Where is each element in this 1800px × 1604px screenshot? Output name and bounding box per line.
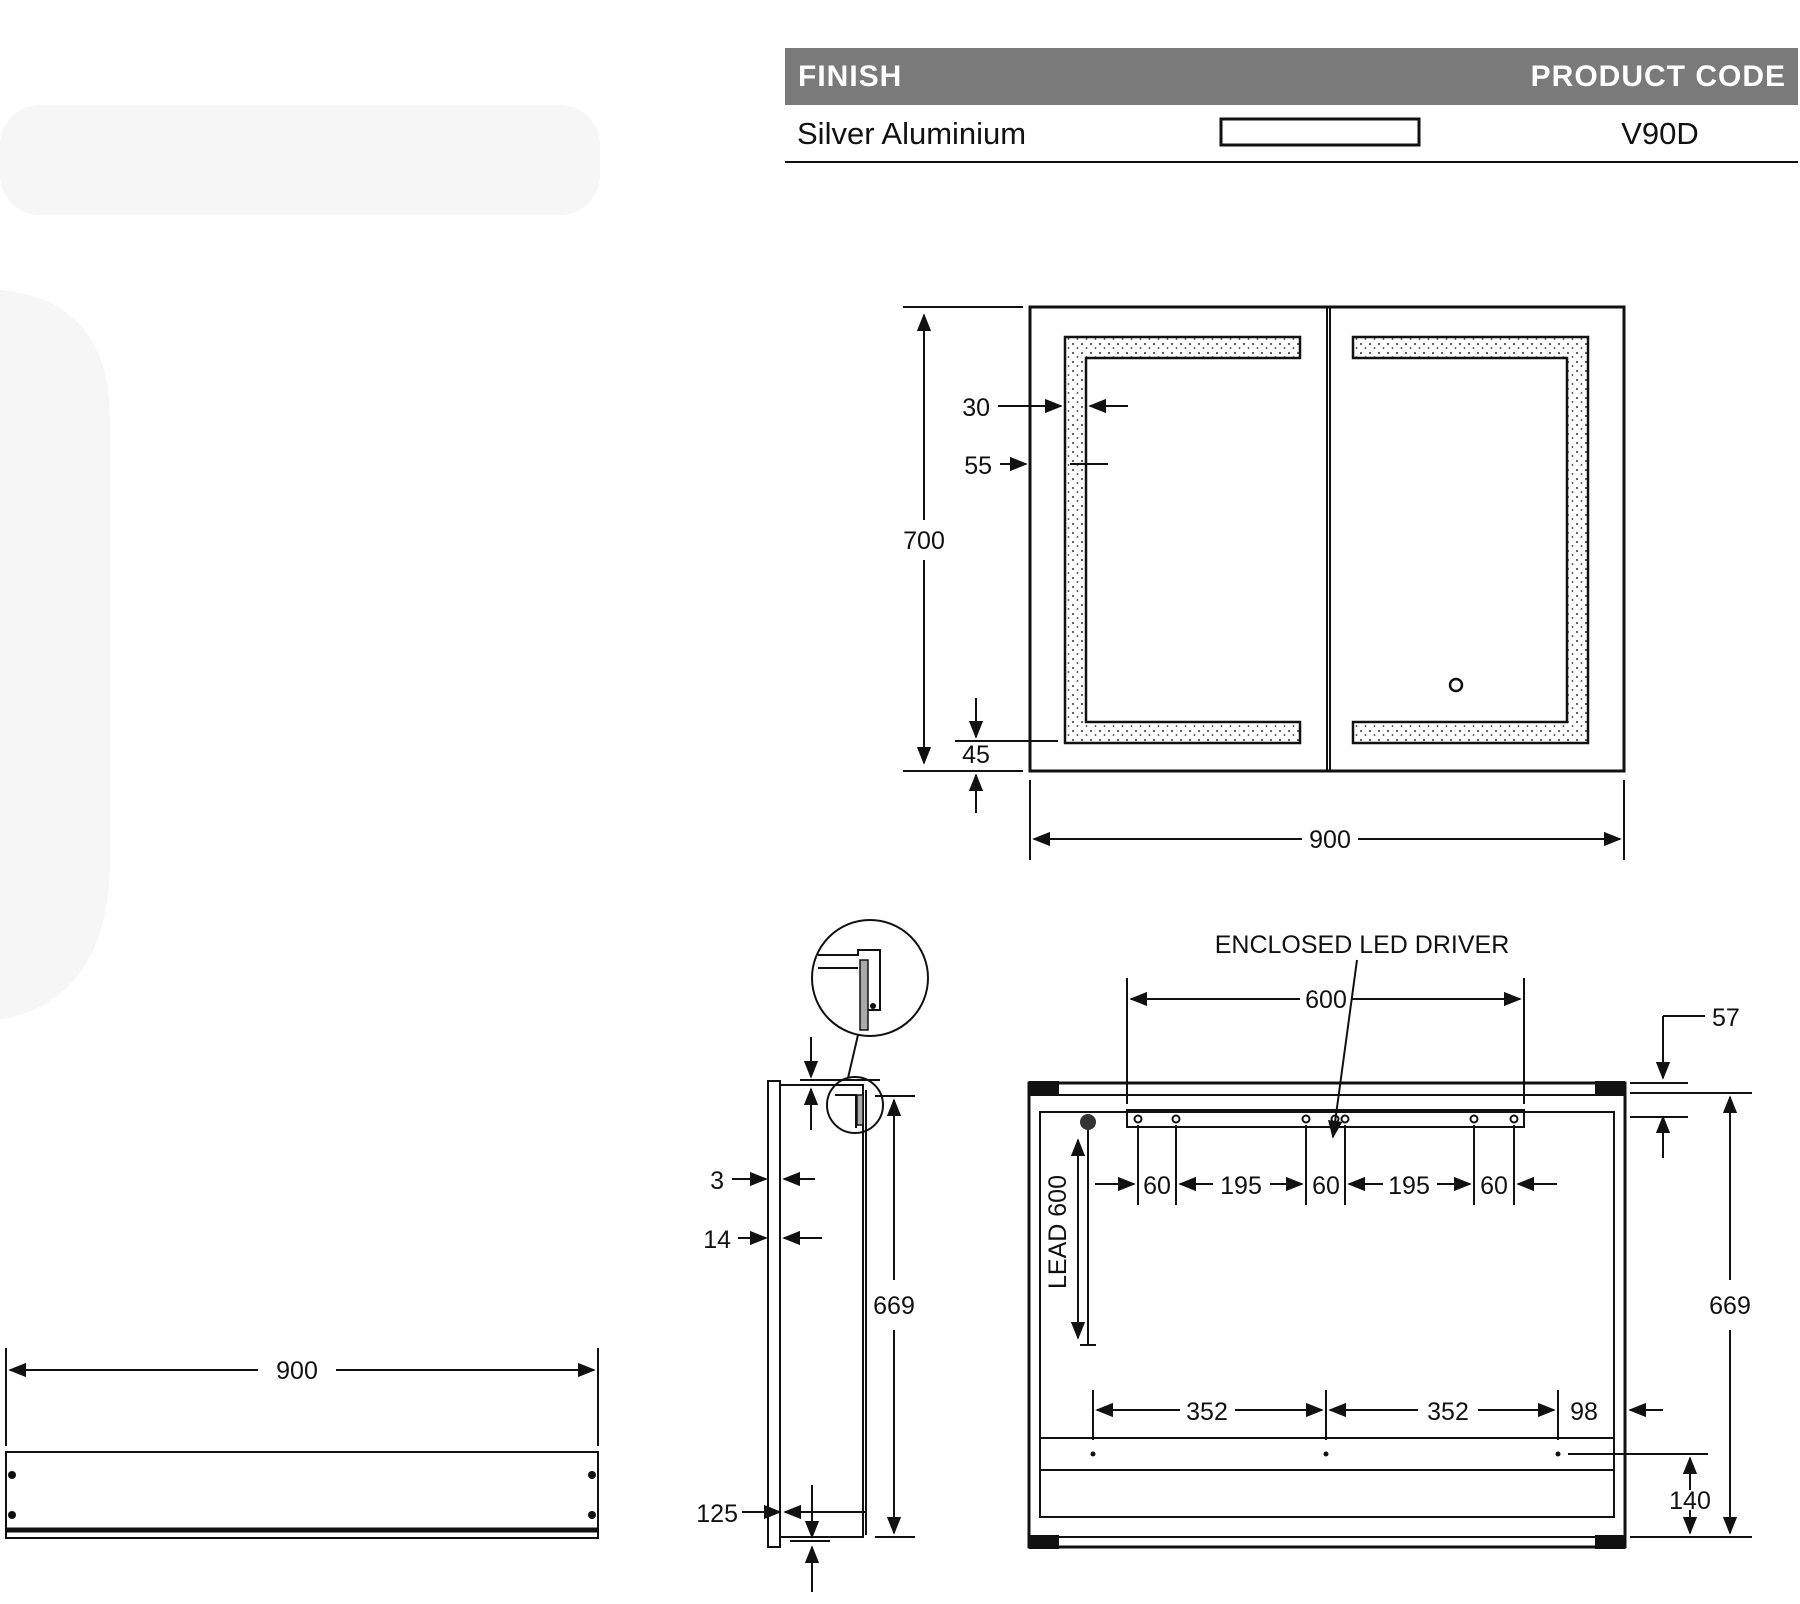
side-door [767, 1080, 781, 1548]
front-elevation: 700 30 55 45 900 [903, 305, 1626, 860]
finish-swatch [1219, 117, 1421, 147]
led-driver-box [1126, 1109, 1525, 1128]
table-header-product-code: PRODUCT CODE [1531, 60, 1786, 93]
dim-60-c: 60 [1480, 1172, 1508, 1200]
background-shape [0, 105, 600, 215]
dim-195-b: 195 [1388, 1172, 1430, 1200]
dim-plan-900: 900 [276, 1357, 318, 1385]
dim-45: 45 [962, 741, 990, 769]
dim-60-a: 60 [1143, 1172, 1171, 1200]
dim-57: 57 [1712, 1004, 1740, 1032]
product-code: V90D [1621, 116, 1699, 151]
plan-outline [5, 1451, 599, 1539]
dim-rear-669: 669 [1709, 1292, 1751, 1320]
led-strip-right [1351, 335, 1590, 745]
dim-195-a: 195 [1220, 1172, 1262, 1200]
dim-600: 600 [1305, 986, 1347, 1014]
dim-60-b: 60 [1312, 1172, 1340, 1200]
dim-side-669: 669 [873, 1292, 915, 1320]
detail-callout [811, 919, 929, 1037]
lead-600-label: LEAD 600 [1044, 1175, 1072, 1289]
enclosed-led-driver-label: ENCLOSED LED DRIVER [1215, 931, 1510, 959]
rear-frame [1027, 1081, 1627, 1549]
background-shape [0, 290, 110, 1020]
touch-sensor-icon [1448, 677, 1464, 693]
dim-30: 30 [962, 394, 990, 422]
lead-exit-icon [1080, 1114, 1096, 1130]
finish-name: Silver Aluminium [797, 116, 1026, 151]
dim-height-700: 700 [903, 527, 945, 555]
side-section: 3 14 669 125 [696, 919, 929, 1592]
dim-14: 14 [703, 1226, 731, 1254]
plan-view: 900 [5, 1348, 599, 1539]
dim-width-900: 900 [1309, 826, 1351, 854]
dim-352-b: 352 [1427, 1398, 1469, 1426]
dim-55: 55 [964, 452, 992, 480]
table-header-finish: FINISH [798, 60, 902, 93]
table-header [785, 48, 1798, 105]
finish-table: FINISH PRODUCT CODE Silver Aluminium V90… [785, 48, 1798, 163]
rear-view: ENCLOSED LED DRIVER 600 57 60 195 60 195… [1027, 931, 1752, 1549]
led-strip-left [1063, 335, 1302, 745]
dim-352-a: 352 [1186, 1398, 1228, 1426]
dim-3: 3 [710, 1167, 724, 1195]
driver-holes [1133, 1114, 1519, 1124]
dim-98: 98 [1570, 1398, 1598, 1426]
dim-125: 125 [696, 1500, 738, 1528]
dim-140: 140 [1669, 1487, 1711, 1515]
side-body [779, 1084, 864, 1538]
